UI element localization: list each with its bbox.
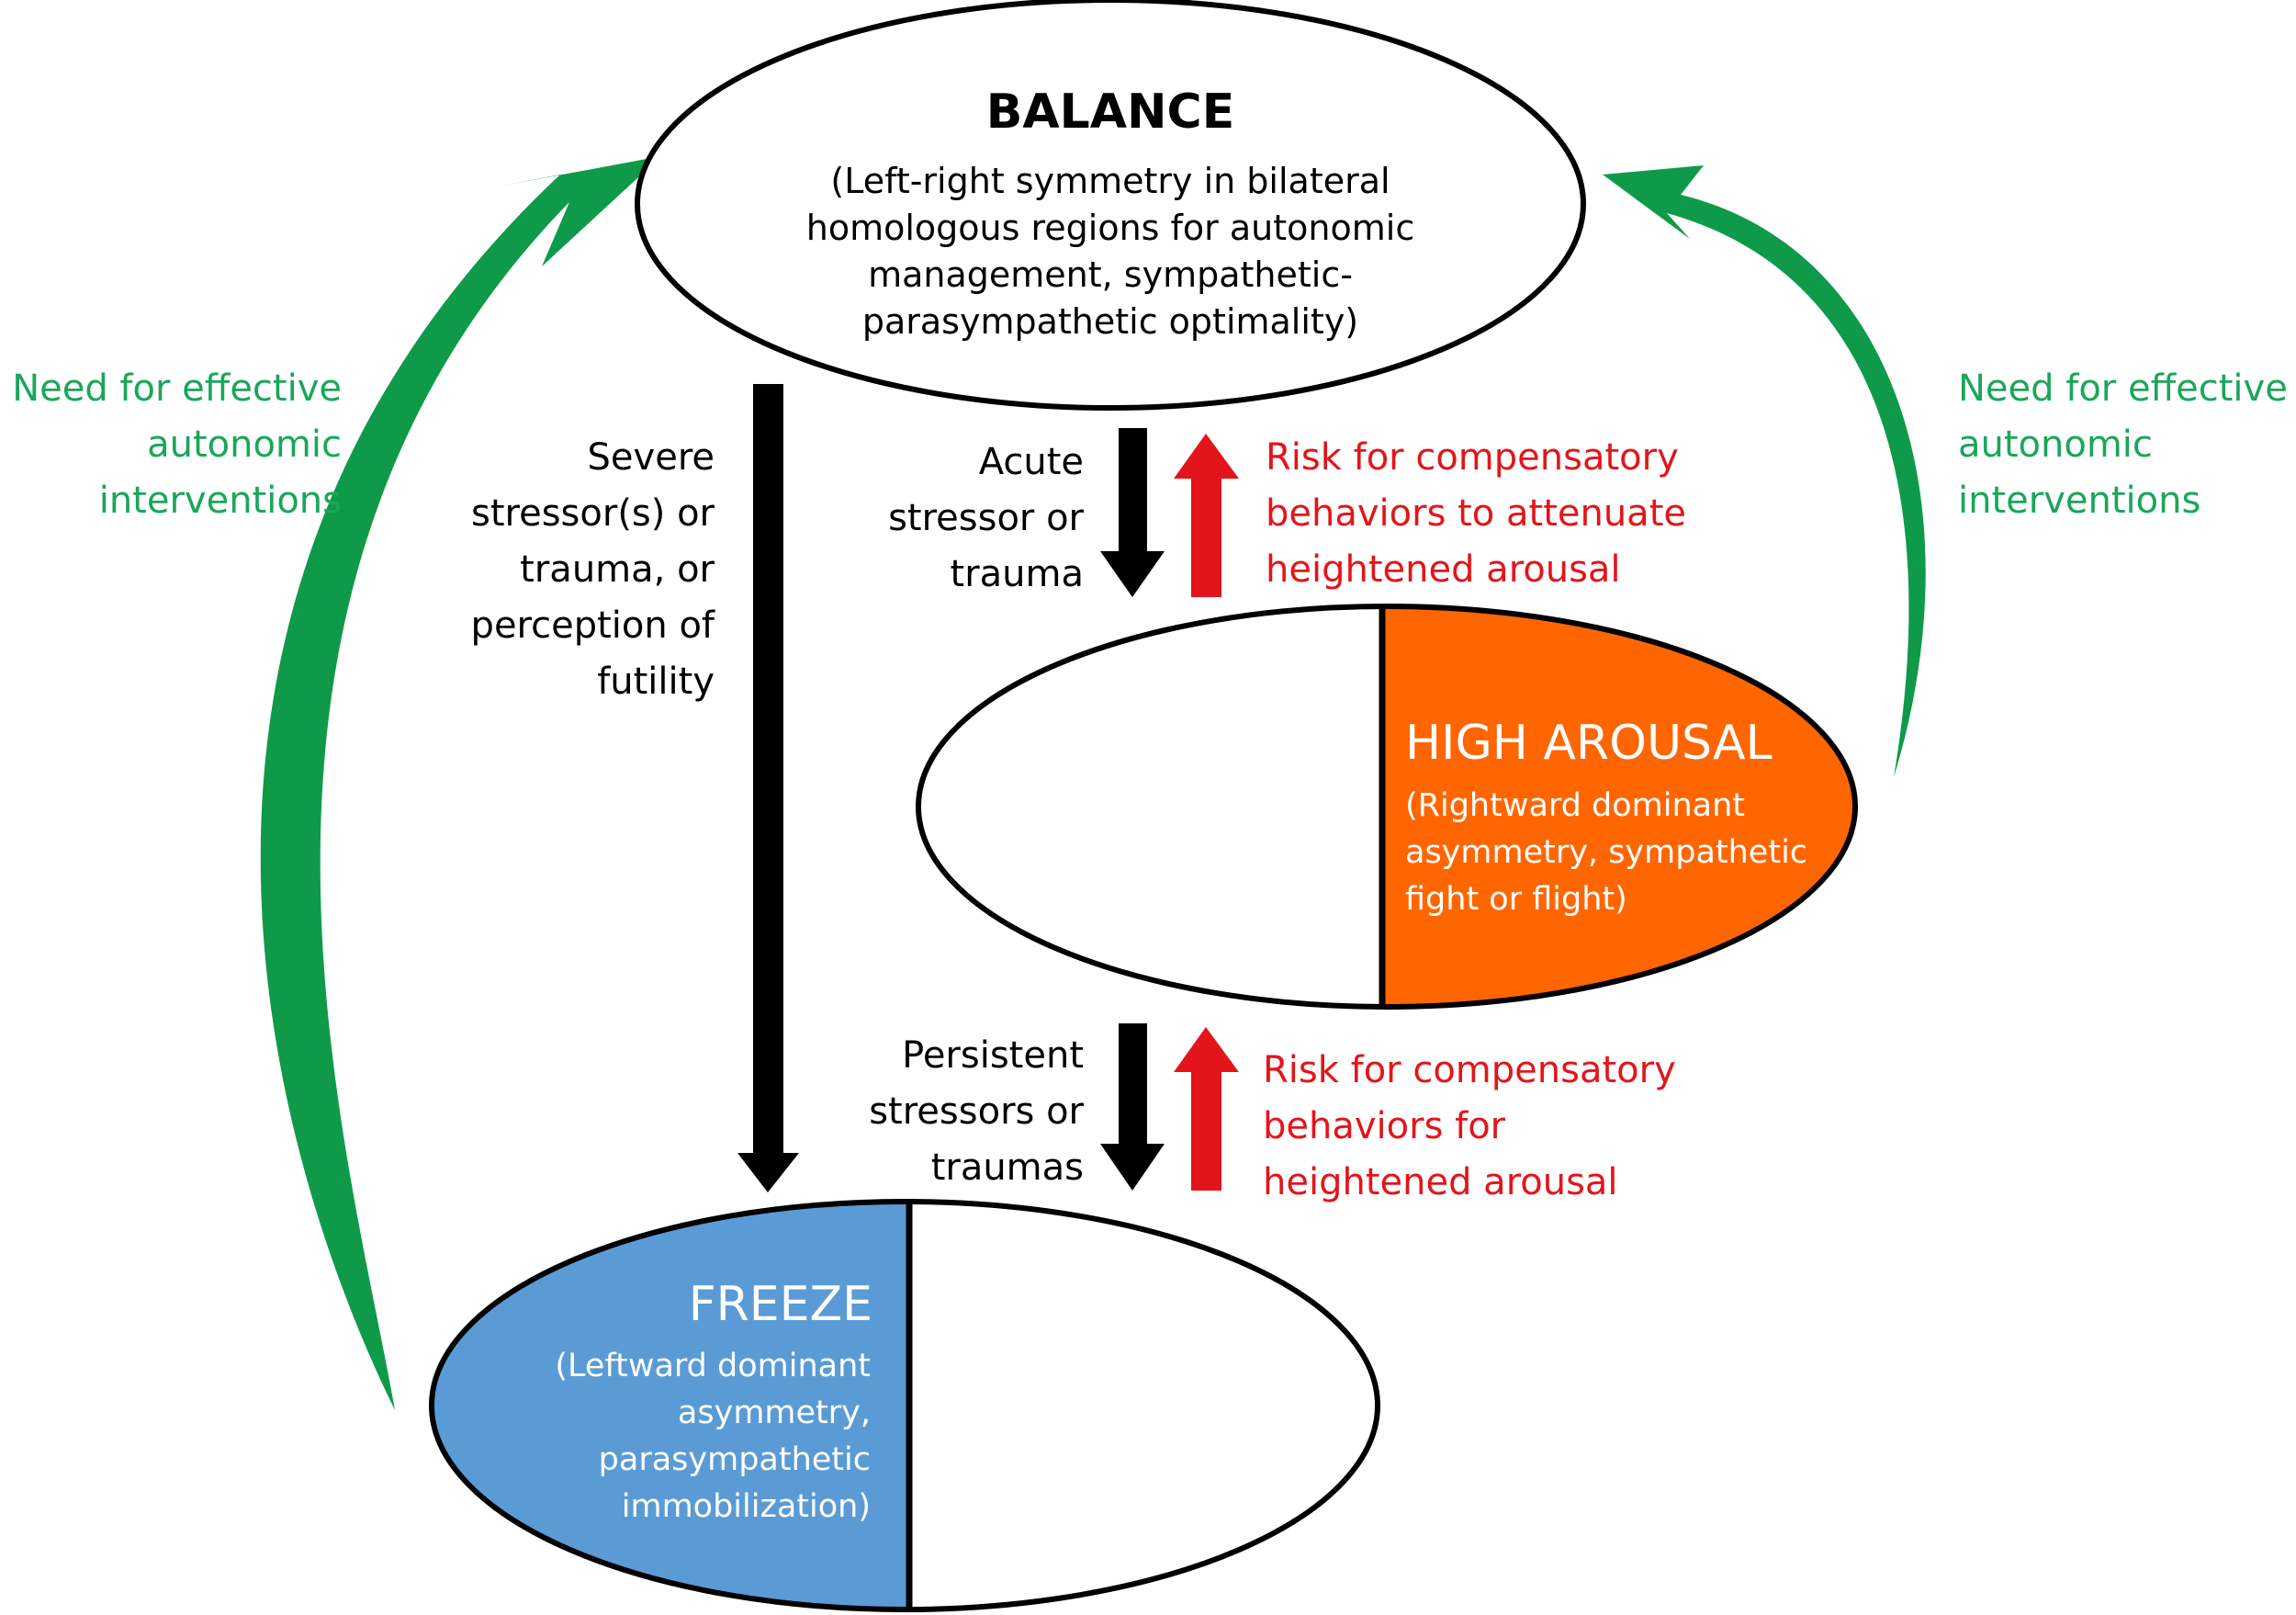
acute-line: trauma [950, 553, 1084, 595]
high-arousal-desc-line: fight or flight) [1405, 881, 1627, 918]
severe-line: perception of [470, 604, 715, 647]
left-green-curved-arrow [260, 156, 661, 1410]
persistent-line: stressors or [869, 1090, 1084, 1133]
freeze-desc-line: parasympathetic [598, 1441, 871, 1478]
severe-line: stressor(s) or [471, 492, 715, 535]
acute-line: stressor or [888, 497, 1084, 539]
need-left-label: Need for effective autonomic interventio… [0, 361, 342, 529]
need-right-line: autonomic [1958, 424, 2153, 466]
balance-desc-line: (Left-right symmetry in bilateral [830, 161, 1390, 201]
need-left-line: Need for effective [12, 367, 342, 410]
balance-desc-line: homologous regions for autonomic [805, 208, 1415, 248]
risk-top-label: Risk for compensatory behaviors to atten… [1266, 430, 1780, 598]
acute-black-down-arrow [1100, 428, 1165, 597]
risk-bottom-line: Risk for compensatory [1263, 1049, 1676, 1091]
persistent-line: Persistent [902, 1034, 1084, 1077]
need-right-line: Need for effective [1958, 367, 2288, 410]
severe-line: trauma, or [520, 548, 715, 591]
risk-bottom-label: Risk for compensatory behaviors for heig… [1263, 1043, 1777, 1211]
balance-desc-line: parasympathetic optimality) [861, 301, 1359, 342]
persistent-line: traumas [930, 1146, 1084, 1189]
freeze-desc-line: (Leftward dominant [555, 1348, 871, 1384]
freeze-desc-line: asymmetry, [677, 1395, 871, 1431]
freeze-desc-line: immobilization) [621, 1488, 871, 1525]
balance-ellipse [635, 0, 1586, 411]
severe-line: futility [597, 661, 715, 703]
persistent-stressors-label: Persistent stressors or traumas [808, 1028, 1084, 1196]
right-green-curved-arrow [1603, 165, 1926, 777]
risk-bottom-line: behaviors for [1263, 1105, 1506, 1147]
high-arousal-title: HIGH AROUSAL [1405, 716, 1773, 771]
need-right-line: interventions [1958, 480, 2201, 522]
high-arousal-ellipse [916, 604, 1858, 1010]
need-left-line: autonomic [147, 424, 342, 466]
balance-title: BALANCE [985, 85, 1235, 140]
acute-stressor-label: Acute stressor or trauma [827, 435, 1084, 603]
risk-top-line: heightened arousal [1266, 548, 1621, 591]
balance-description: (Left-right symmetry in bilateral homolo… [743, 158, 1478, 345]
freeze-description: (Leftward dominant asymmetry, parasympat… [505, 1343, 871, 1530]
need-right-label: Need for effective autonomic interventio… [1958, 361, 2293, 529]
long-black-arrow [737, 384, 799, 1192]
red-up-arrow-top [1174, 434, 1239, 597]
high-arousal-desc-line: asymmetry, sympathetic [1405, 834, 1808, 871]
risk-top-line: behaviors to attenuate [1266, 492, 1686, 535]
severe-line: Severe [587, 436, 715, 479]
risk-bottom-line: heightened arousal [1263, 1161, 1618, 1203]
risk-top-line: Risk for compensatory [1266, 436, 1679, 479]
high-arousal-description: (Rightward dominant asymmetry, sympathet… [1405, 783, 1846, 923]
persistent-black-down-arrow [1100, 1023, 1165, 1191]
freeze-title: FREEZE [688, 1277, 872, 1332]
acute-line: Acute [978, 441, 1084, 483]
severe-stressor-label: Severe stressor(s) or trauma, or percept… [404, 430, 715, 710]
balance-desc-line: management, sympathetic- [868, 254, 1353, 295]
red-up-arrow-bottom [1174, 1027, 1239, 1191]
need-left-line: interventions [98, 480, 342, 522]
high-arousal-desc-line: (Rightward dominant [1405, 787, 1745, 824]
